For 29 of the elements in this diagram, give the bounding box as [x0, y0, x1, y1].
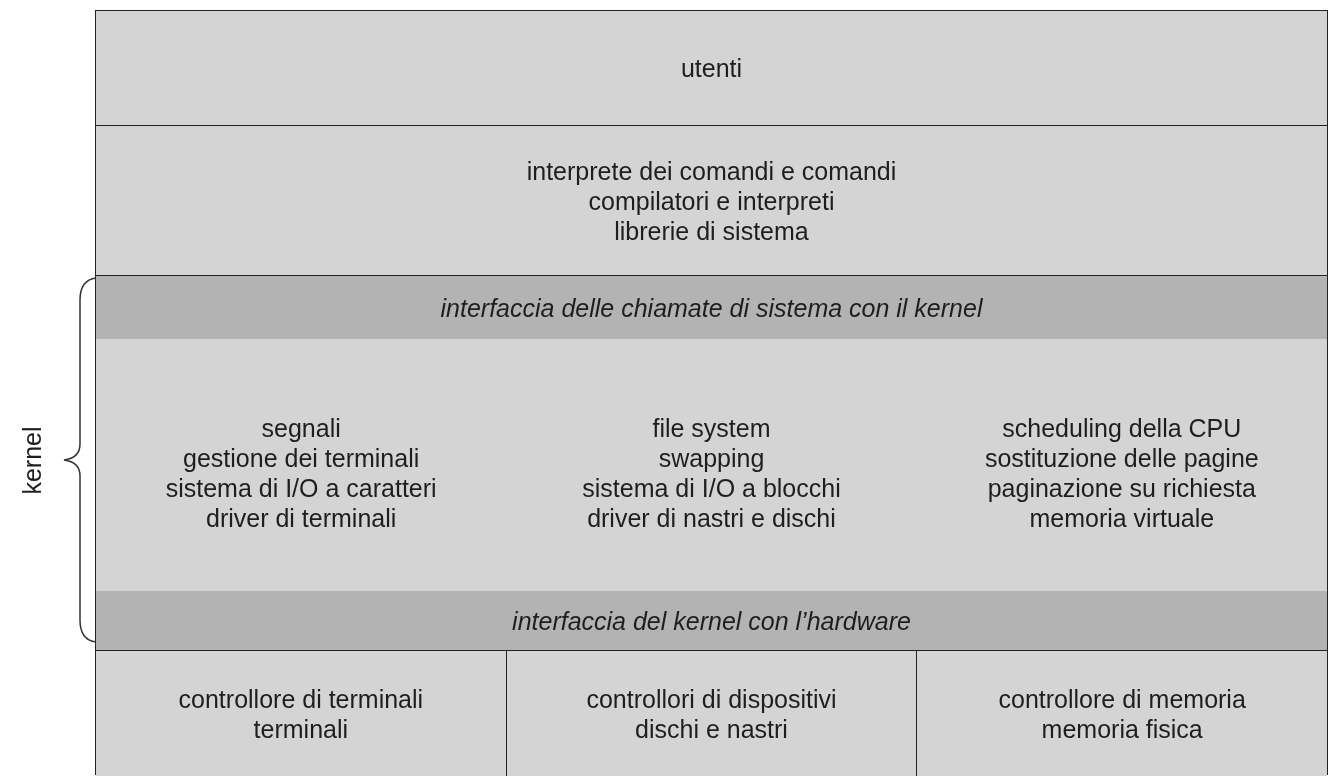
layer-label: interprete dei comandi e comandi — [526, 155, 897, 186]
layer-item: swapping — [658, 443, 765, 473]
layer-label: compilatori e interpreti — [588, 185, 835, 216]
layer-item: paginazione su richiesta — [987, 473, 1256, 503]
layer-band — [96, 276, 1327, 339]
layer-label: utenti — [680, 53, 743, 83]
layer-item: memoria virtuale — [1029, 503, 1215, 533]
layer-band — [96, 11, 1327, 126]
layer-item: sostituzione delle pagine — [984, 443, 1259, 473]
layer-item: segnali — [261, 413, 341, 443]
layer-item: controllori di dispositivi — [586, 683, 837, 714]
layer-label: interfaccia delle chiamate di sistema con il kernel — [440, 292, 983, 323]
layer-band — [96, 126, 1327, 276]
layer-item: terminali — [253, 713, 349, 744]
layer-item: sistema di I/O a blocchi — [582, 473, 841, 503]
layer-label: librerie di sistema — [614, 215, 809, 246]
layer-item: driver di nastri e dischi — [587, 503, 836, 533]
layer-item: gestione dei terminali — [183, 443, 420, 473]
brace-label: kernel — [17, 425, 47, 495]
layer-band — [96, 591, 1327, 651]
layer-item: scheduling della CPU — [1002, 413, 1242, 443]
layer-item: controllore di terminali — [178, 683, 424, 714]
layer-item: file system — [652, 413, 771, 443]
layer-label: interfaccia del kernel con l’hardware — [512, 605, 911, 636]
layer-item: sistema di I/O a caratteri — [165, 473, 437, 503]
layer-item: memoria fisica — [1041, 713, 1203, 744]
layer-item: controllore di memoria — [998, 683, 1246, 714]
layer-item: driver di terminali — [206, 503, 397, 533]
layer-item: dischi e nastri — [635, 713, 788, 744]
